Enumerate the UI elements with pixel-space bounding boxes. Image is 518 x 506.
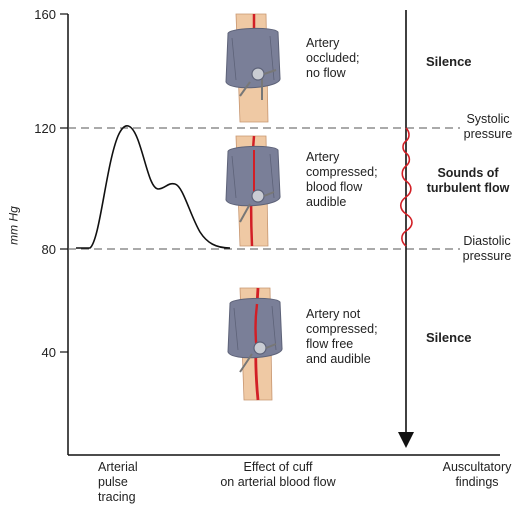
arm-cuff-open-illustration <box>227 287 283 401</box>
arterial-pulse-waveform <box>76 125 231 249</box>
cuff-effect-compressed-label: Artery compressed; blood flow audible <box>306 150 378 209</box>
systolic-pressure-label: Systolic pressure <box>463 112 513 141</box>
tick-label-120: 120 <box>34 121 56 136</box>
arm-cuff-occluded-illustration <box>225 13 281 123</box>
tick-label-160: 160 <box>34 7 56 22</box>
tick-label-40: 40 <box>41 345 56 360</box>
column-label-auscultatory-findings: Auscultatory findings <box>442 460 512 489</box>
korotkoff-sound-wave <box>399 127 413 247</box>
tick-label-80: 80 <box>41 242 56 257</box>
auscultatory-silence-bottom: Silence <box>426 330 472 345</box>
cuff-effect-open-label: Artery not compressed; flow free and aud… <box>306 307 378 366</box>
y-axis-label: mm Hg <box>6 206 21 245</box>
auscultatory-turbulent-sounds: Sounds of turbulent flow <box>426 166 510 195</box>
column-label-pulse-tracing: Arterial pulse tracing <box>98 460 138 504</box>
cuff-effect-occluded-label: Artery occluded; no flow <box>306 36 360 80</box>
arm-cuff-compressed-illustration <box>225 135 281 247</box>
auscultatory-silence-top: Silence <box>426 54 472 69</box>
diastolic-pressure-label: Diastolic pressure <box>462 234 512 263</box>
column-label-cuff-effect: Effect of cuff on arterial blood flow <box>220 460 336 489</box>
